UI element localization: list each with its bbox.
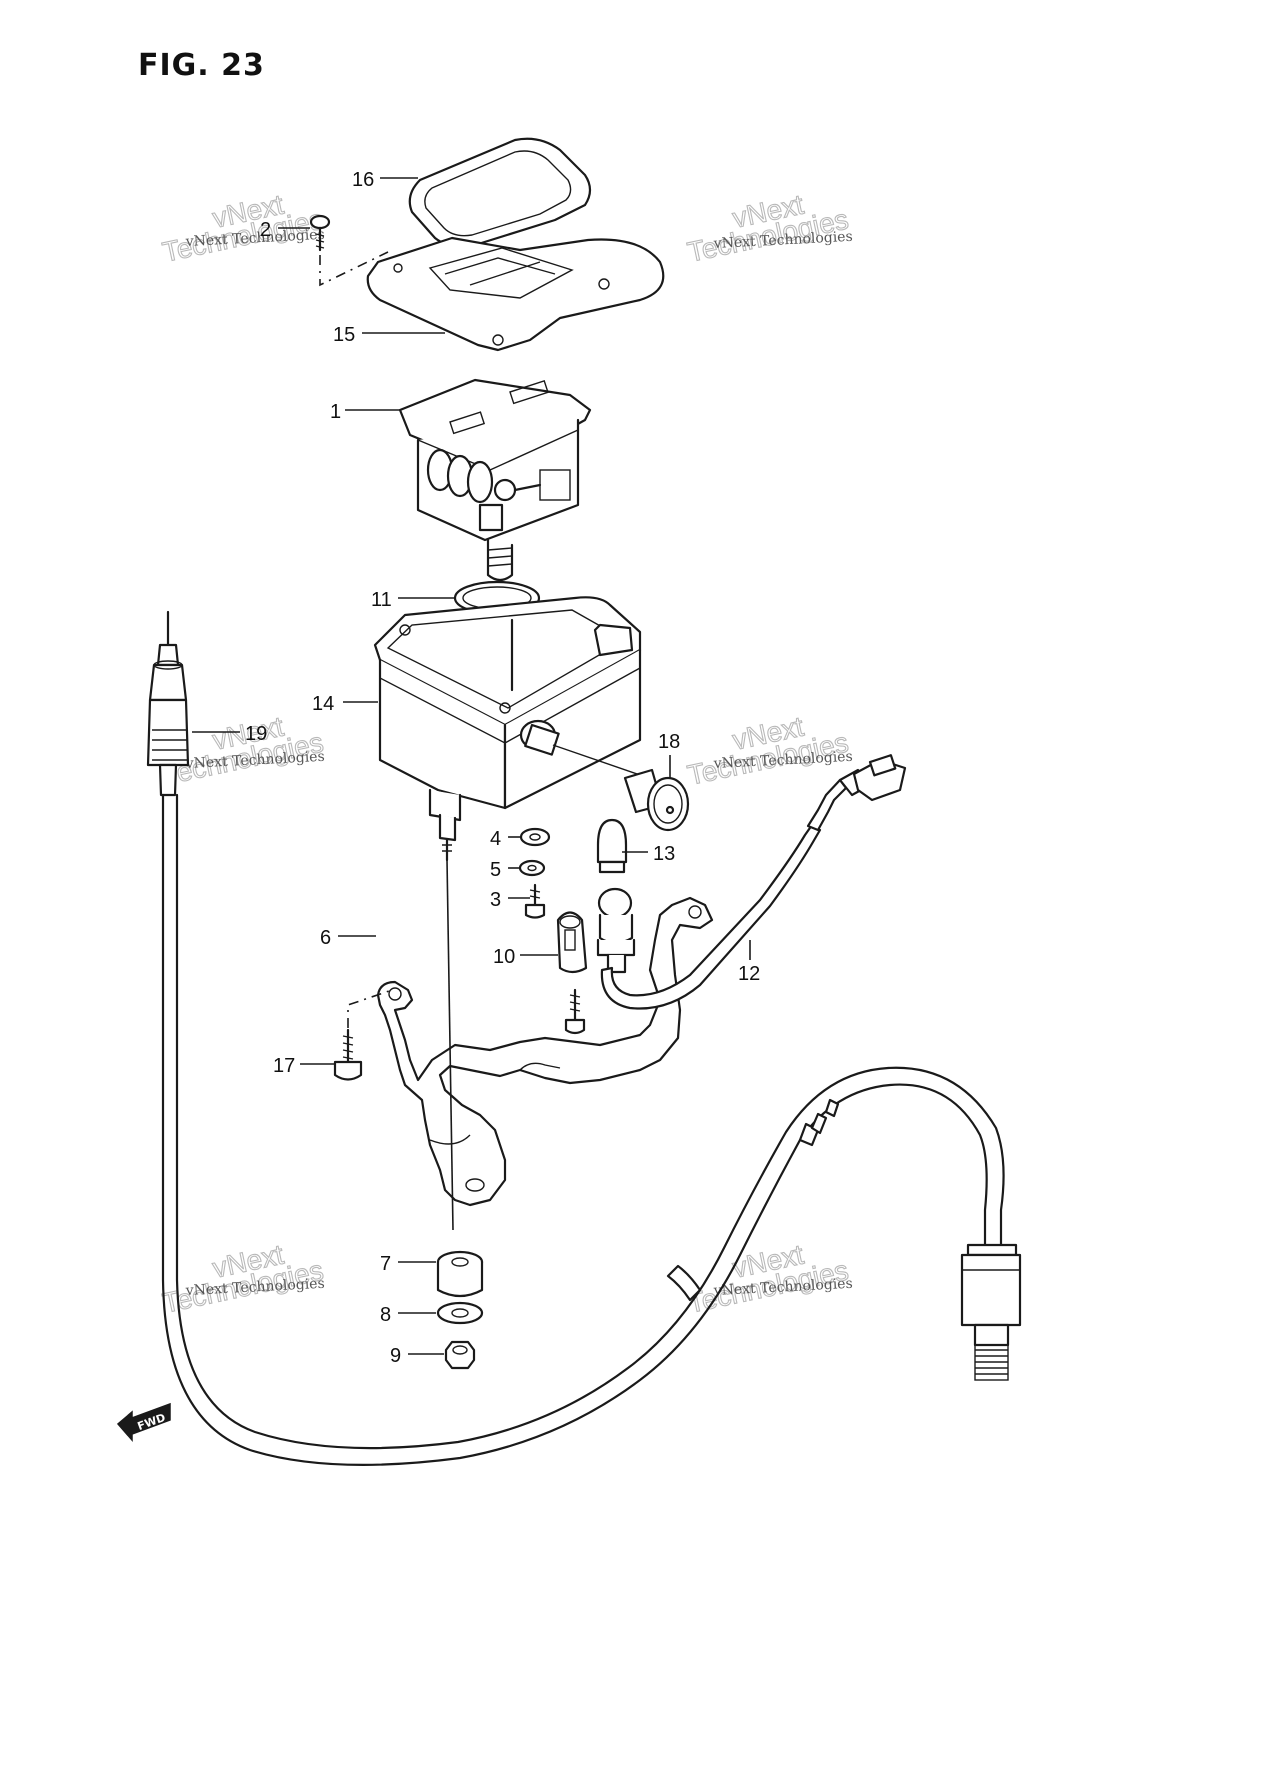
callout-6: 6 [320,927,331,949]
part-13-bulb [596,818,628,874]
svg-text:vNext Technologies: vNext Technologies [712,229,853,252]
callout-16: 16 [352,169,374,191]
svg-text:vNext Technologies: vNext Technologies [712,1276,853,1299]
callout-11: 11 [371,589,392,611]
watermark-bottom-left: vNext Technologies vNext Technologies [159,1238,326,1319]
fwd-arrow-icon [116,1402,171,1442]
callout-13: 13 [653,843,675,865]
part-5-lock-washer [518,859,546,877]
callout-10: 10 [493,946,515,968]
harness-socket [596,887,636,974]
assembly-line-screw-17 [347,989,393,1028]
fwd-direction-marker: FWD [116,1402,171,1442]
figure-title: FIG. 23 [138,48,265,83]
callout-15: 15 [333,324,355,346]
part-15-meter-case [366,236,665,352]
svg-text:vNext Technologies: vNext Technologies [184,749,325,772]
part-16-lens [408,137,592,248]
callout-12: 12 [738,963,760,985]
callout-14: 14 [312,693,334,715]
part-screw-small [564,988,586,1035]
callout-2: 2 [260,219,271,241]
part-9-nut [444,1340,476,1370]
callout-17: 17 [273,1055,295,1077]
part-19-speedometer-cable [146,610,1022,1466]
assembly-line-screw-2 [319,251,389,287]
part-8-washer [436,1301,484,1325]
part-17-screw [333,1028,363,1081]
callout-18: 18 [658,731,680,753]
callout-8: 8 [380,1304,391,1326]
callout-19: 19 [245,723,267,745]
watermark-top-right: vNext Technologies vNext Technologies [684,188,853,268]
callout-9: 9 [390,1345,401,1367]
callout-leaders [192,177,751,1355]
watermark-middle-right: vNext Technologies vNext Technologies [684,710,853,791]
part-6-bracket [376,896,714,1207]
part-2-screw [309,214,331,252]
svg-text:vNext Technologies: vNext Technologies [184,227,325,250]
callout-4: 4 [490,828,501,850]
callout-1: 1 [330,401,341,423]
part-7-cushion [436,1250,484,1298]
callout-5: 5 [490,859,501,881]
part-18-trip-knob [623,768,690,832]
part-3-screw [524,883,546,919]
part-12-wire-harness [600,754,907,1010]
part-1-meter-assembly [398,378,592,582]
part-14-housing [373,596,642,862]
callout-3: 3 [490,889,501,911]
svg-text:vNext Technologies: vNext Technologies [184,1276,325,1299]
assembly-line-stud [446,859,454,1231]
part-4-washer [519,827,551,847]
callout-7: 7 [380,1253,391,1275]
svg-text:vNext Technologies: vNext Technologies [712,749,853,772]
part-10-bulb-socket [556,911,588,974]
